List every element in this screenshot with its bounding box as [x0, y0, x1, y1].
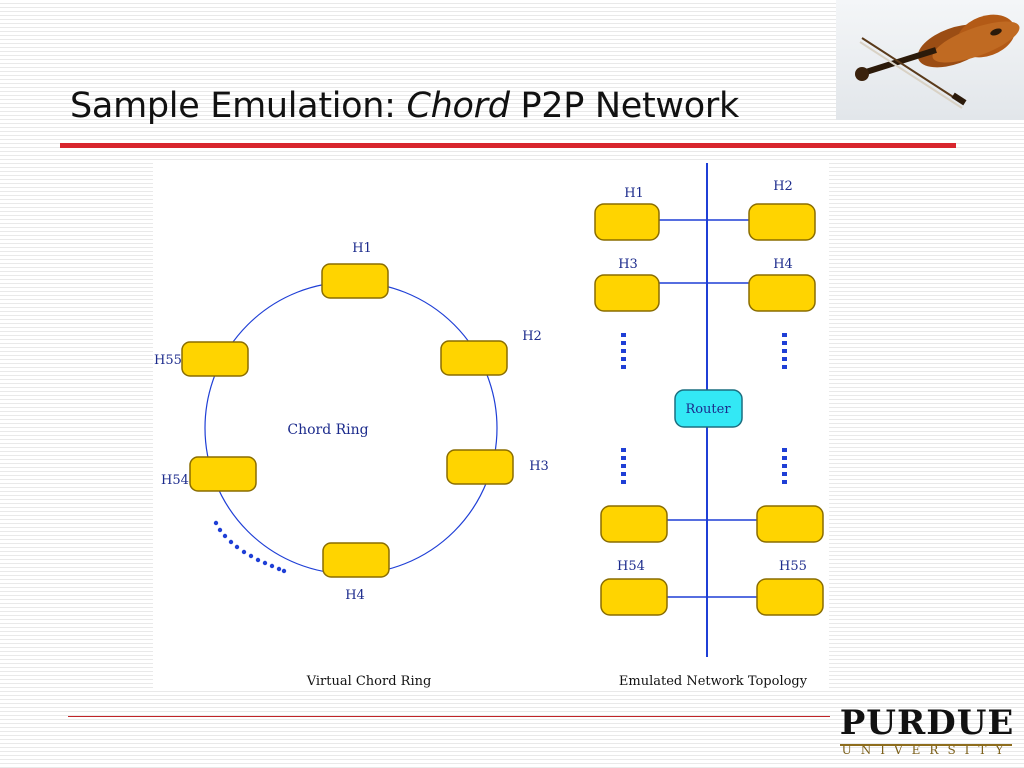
- ring-node-h4: [322, 542, 390, 578]
- title-suffix: P2P Network: [509, 86, 739, 126]
- ring-label-h2: H2: [522, 329, 542, 344]
- topology-node-h55: [756, 578, 824, 616]
- topology-links: [659, 219, 757, 598]
- ring-caption: Virtual Chord Ring: [306, 674, 432, 689]
- ring-node-h55: [181, 341, 249, 377]
- router-node: [674, 389, 743, 428]
- ring-label-h3: H3: [529, 459, 549, 474]
- ring-node-h1: [321, 263, 389, 299]
- diagram-panel: Chord Ring H1 H2 H3 H4 H54 H55 Virtual C…: [153, 163, 829, 691]
- topology-node-h54: [600, 578, 668, 616]
- ring-label-h54: H54: [161, 473, 189, 488]
- footer-divider: [68, 716, 830, 717]
- topology-node-h2: [748, 203, 816, 241]
- title-prefix: Sample Emulation:: [70, 86, 407, 126]
- topology-node-unlabeled-right: [756, 505, 824, 543]
- ring-label-h1: H1: [352, 241, 372, 256]
- topology-label-h3: H3: [618, 257, 638, 272]
- topology-node-unlabeled-left: [600, 505, 668, 543]
- topology-label-h55: H55: [779, 559, 807, 574]
- ring-node-h2: [440, 340, 508, 376]
- topology-label-h54: H54: [617, 559, 645, 574]
- topology-label-h4: H4: [773, 257, 793, 272]
- ring-label-h55: H55: [154, 353, 182, 368]
- topology-label-h1: H1: [624, 186, 644, 201]
- title-divider: [60, 143, 956, 148]
- topology-node-h1: [594, 203, 660, 241]
- purdue-logo-rule: [840, 744, 1012, 746]
- topology-node-h3: [594, 274, 660, 312]
- ring-node-h54: [189, 456, 257, 492]
- ring-node-h3: [446, 449, 514, 485]
- network-topology-diagram: H1 H2 H3 H4 H54 H55 Router Emulated Netw…: [594, 163, 824, 689]
- violin-icon: [836, 0, 1024, 120]
- title-emphasis: Chord: [406, 86, 510, 126]
- chord-ring-label: Chord Ring: [287, 422, 368, 438]
- purdue-logo: PURDUE UNIVERSITY: [838, 704, 1016, 768]
- ring-ellipsis-dots: [213, 520, 287, 574]
- ring-label-h4: H4: [345, 588, 365, 603]
- topology-ellipsis-dots: [621, 333, 787, 484]
- purdue-logo-name: PURDUE: [839, 703, 1015, 743]
- router-label: Router: [685, 402, 731, 417]
- purdue-logo-subtitle: UNIVERSITY: [841, 743, 1013, 757]
- topology-node-h4: [748, 274, 816, 312]
- slide-title: Sample Emulation: Chord P2P Network: [70, 86, 739, 126]
- chord-ring-diagram: Chord Ring H1 H2 H3 H4 H54 H55 Virtual C…: [154, 241, 549, 689]
- topology-label-h2: H2: [773, 179, 793, 194]
- topology-caption: Emulated Network Topology: [619, 674, 808, 689]
